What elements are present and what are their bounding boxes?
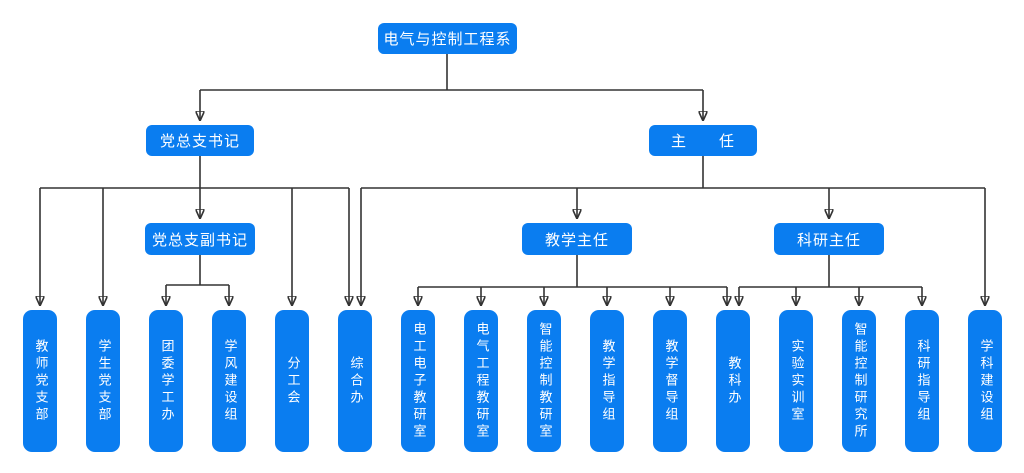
node-youth-league-student-affairs-office[interactable]: 团委学工办 xyxy=(149,310,183,452)
node-general-affairs-office[interactable]: 综合办 xyxy=(338,310,372,452)
node-director[interactable]: 主 任 xyxy=(649,125,757,156)
node-study-style-construction-group[interactable]: 学风建设组 xyxy=(212,310,246,452)
leaf-label: 学风建设组 xyxy=(221,338,237,424)
leaf-label: 智能控制教研室 xyxy=(536,321,552,441)
node-party-general-branch-secretary-label: 党总支书记 xyxy=(159,132,240,150)
leaf-label: 综合办 xyxy=(347,355,363,407)
node-discipline-construction-group[interactable]: 学科建设组 xyxy=(968,310,1002,452)
node-director-label: 主 任 xyxy=(670,132,735,150)
node-student-party-branch[interactable]: 学生党支部 xyxy=(86,310,120,452)
node-electrical-engineering-teaching-research-office[interactable]: 电气工程教研室 xyxy=(464,310,498,452)
node-deputy-party-general-branch-secretary-label: 党总支副书记 xyxy=(151,230,248,249)
node-deputy-party-general-branch-secretary[interactable]: 党总支副书记 xyxy=(145,223,255,255)
leaf-label: 团委学工办 xyxy=(158,338,174,424)
leaf-label: 智能控制研究所 xyxy=(851,321,867,441)
leaf-label: 教科办 xyxy=(725,355,741,407)
node-intelligent-control-teaching-research-office[interactable]: 智能控制教研室 xyxy=(527,310,561,452)
node-teaching-science-office[interactable]: 教科办 xyxy=(716,310,750,452)
leaf-label: 学科建设组 xyxy=(977,338,993,424)
leaf-label: 教学指导组 xyxy=(599,338,615,424)
node-teacher-party-branch[interactable]: 教师党支部 xyxy=(23,310,57,452)
leaf-label: 教学督导组 xyxy=(662,338,678,424)
node-teaching-director-label: 教学主任 xyxy=(544,230,609,249)
node-department-root-label: 电气与控制工程系 xyxy=(383,30,512,48)
leaf-label: 电气工程教研室 xyxy=(473,321,489,441)
leaf-label: 分工会 xyxy=(284,355,300,407)
node-research-director-label: 科研主任 xyxy=(796,230,861,249)
leaf-label: 科研指导组 xyxy=(914,338,930,424)
node-electrical-electronics-teaching-research-office[interactable]: 电工电子教研室 xyxy=(401,310,435,452)
node-teaching-guidance-group[interactable]: 教学指导组 xyxy=(590,310,624,452)
leaf-label: 教师党支部 xyxy=(32,338,48,424)
leaf-label: 实验实训室 xyxy=(788,338,804,424)
node-intelligent-control-research-institute[interactable]: 智能控制研究所 xyxy=(842,310,876,452)
node-research-director[interactable]: 科研主任 xyxy=(774,223,884,255)
leaf-label: 电工电子教研室 xyxy=(410,321,426,441)
node-branch-trade-union[interactable]: 分工会 xyxy=(275,310,309,452)
node-teaching-supervision-group[interactable]: 教学督导组 xyxy=(653,310,687,452)
node-party-general-branch-secretary[interactable]: 党总支书记 xyxy=(146,125,254,156)
node-teaching-director[interactable]: 教学主任 xyxy=(522,223,632,255)
node-research-guidance-group[interactable]: 科研指导组 xyxy=(905,310,939,452)
node-department-root[interactable]: 电气与控制工程系 xyxy=(378,23,517,54)
node-experiment-practical-training-room[interactable]: 实验实训室 xyxy=(779,310,813,452)
leaf-label: 学生党支部 xyxy=(95,338,111,424)
